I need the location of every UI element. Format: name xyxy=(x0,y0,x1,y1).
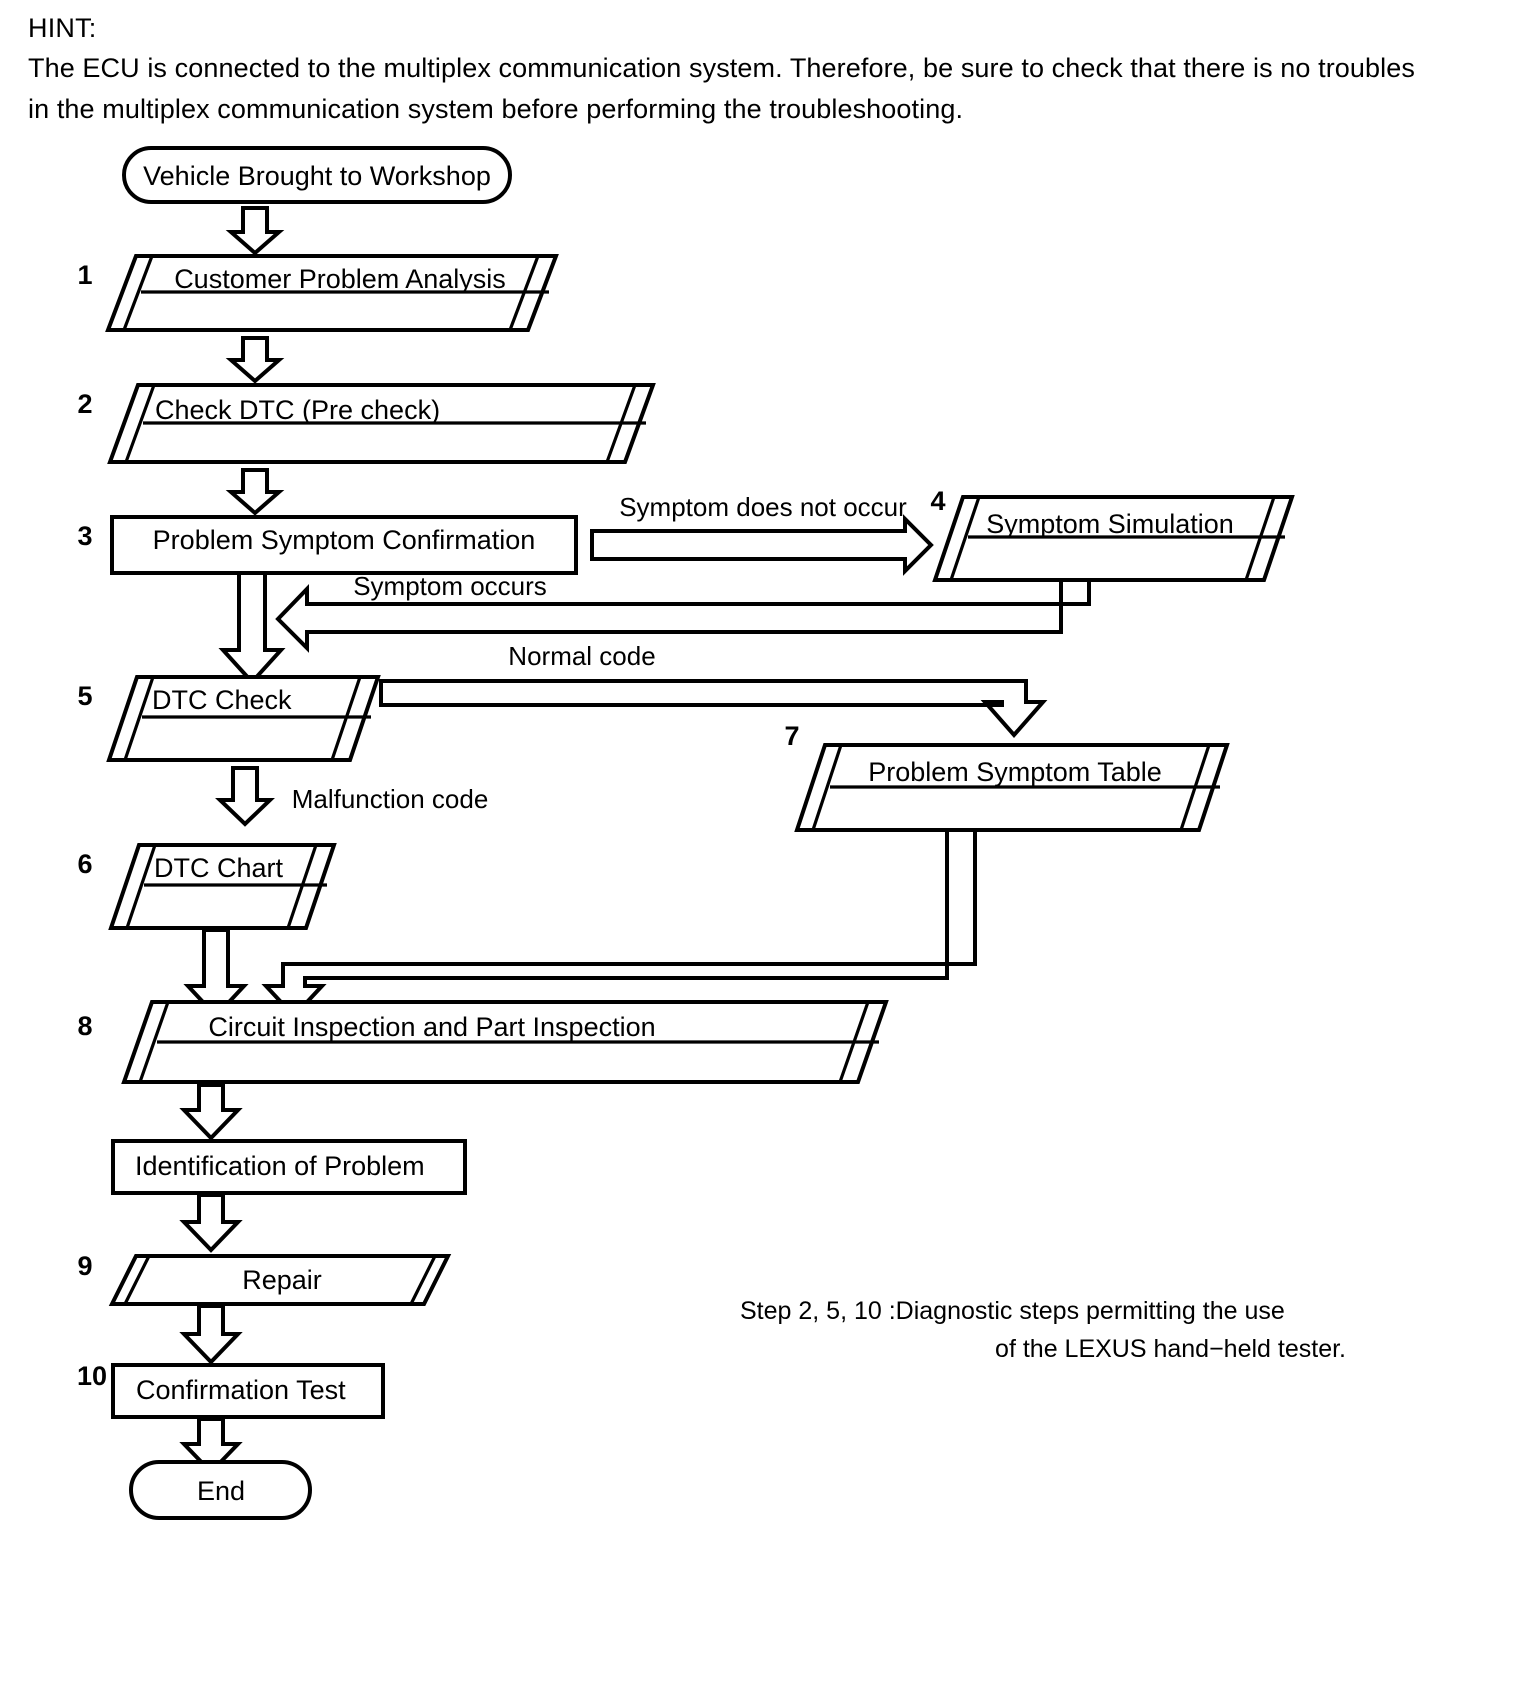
hint-text: The ECU is connected to the multiplex co… xyxy=(28,53,1415,124)
hint-label: HINT: xyxy=(28,13,97,43)
arrow-4-return: Symptom occurs xyxy=(275,571,1091,653)
step-5-inner-edge xyxy=(123,676,155,761)
identification-shape xyxy=(111,1139,467,1195)
step-1-inner-edge xyxy=(122,255,154,331)
down-left-down-arrow-icon xyxy=(261,828,977,1019)
down-arrow-icon xyxy=(179,1417,243,1475)
node-end: End xyxy=(129,1460,312,1520)
step-8-number: 8 xyxy=(77,1011,92,1041)
step-10-shape xyxy=(111,1363,385,1419)
down-arrow-icon xyxy=(225,468,285,516)
hint-block: HINT: The ECU is connected to the multip… xyxy=(28,8,1428,130)
step-2-label: Check DTC (Pre check) xyxy=(155,395,440,425)
step-9-label: Repair xyxy=(242,1265,322,1295)
down-arrow-icon xyxy=(179,1304,243,1365)
right-arrow-icon xyxy=(590,514,934,576)
step-4-number: 4 xyxy=(930,486,945,516)
arrow-7-to-8 xyxy=(261,828,977,1019)
node-step-1: Customer Problem Analysis 1 xyxy=(77,254,559,332)
step-2-number: 2 xyxy=(77,389,92,419)
node-step-7: Problem Symptom Table 7 xyxy=(784,721,1230,832)
step-9-shape xyxy=(108,1254,452,1306)
step-9-number: 9 xyxy=(77,1251,92,1281)
step-3-number: 3 xyxy=(77,521,92,551)
node-step-10: Confirmation Test 10 xyxy=(77,1361,385,1419)
arrow-1-to-2 xyxy=(225,336,285,384)
step-3-shape xyxy=(110,515,578,575)
arrow-2-to-3 xyxy=(225,468,285,516)
step-7-inner-edge xyxy=(811,744,843,831)
step-6-inner-edge xyxy=(125,844,157,929)
node-step-6: DTC Chart 6 xyxy=(77,843,337,930)
node-step-5: DTC Check 5 xyxy=(77,675,381,762)
step-1-label: Customer Problem Analysis xyxy=(174,264,506,294)
step-10-label: Confirmation Test xyxy=(136,1375,346,1405)
arrow-3-to-5 xyxy=(218,571,286,685)
arrow-start-to-1 xyxy=(225,206,285,256)
arrow-5-to-6: Malfunction code xyxy=(215,766,489,827)
step-7-number: 7 xyxy=(784,721,799,751)
step-6-label: DTC Chart xyxy=(154,853,284,883)
arrow-5-to-7: Normal code xyxy=(379,641,1048,739)
step-1-number: 1 xyxy=(77,260,92,290)
step-3-label: Problem Symptom Confirmation xyxy=(153,525,536,555)
end-shape xyxy=(129,1460,312,1520)
end-label: End xyxy=(197,1476,245,1506)
step-4-inner-edge xyxy=(949,496,981,581)
footnote-line-1: Step 2, 5, 10 :Diagnostic steps permitti… xyxy=(740,1297,1285,1325)
arrow-10-to-end xyxy=(179,1417,243,1475)
node-step-2: Check DTC (Pre check) 2 xyxy=(77,383,656,464)
footnote-line-2: of the LEXUS hand−held tester. xyxy=(995,1335,1346,1363)
step-4-label: Symptom Simulation xyxy=(986,509,1234,539)
node-step-9: Repair 9 xyxy=(77,1251,452,1306)
node-step-4: Symptom Simulation 4 xyxy=(930,486,1295,582)
node-identification-of-problem: Identification of Problem xyxy=(111,1139,467,1195)
arrow-8-to-identification xyxy=(179,1083,243,1141)
node-start: Vehicle Brought to Workshop xyxy=(122,146,512,204)
down-arrow-icon xyxy=(225,206,285,256)
step-2-inner-edge xyxy=(124,384,156,463)
step-9-inner-edge-right xyxy=(409,1255,437,1305)
down-arrow-icon xyxy=(225,336,285,384)
footnote-block: Step 2, 5, 10 :Diagnostic steps permitti… xyxy=(740,1292,1360,1368)
step-7-label: Problem Symptom Table xyxy=(868,757,1162,787)
start-shape xyxy=(122,146,512,204)
edge-label-normal-code: Normal code xyxy=(508,641,655,671)
down-arrow-icon xyxy=(218,571,286,685)
arrow-identification-to-9 xyxy=(179,1193,243,1253)
step-8-label: Circuit Inspection and Part Inspection xyxy=(208,1012,655,1042)
node-step-8: Circuit Inspection and Part Inspection 8 xyxy=(77,1000,889,1084)
step-5-label: DTC Check xyxy=(152,685,292,715)
arrow-9-to-10 xyxy=(179,1304,243,1365)
step-6-number: 6 xyxy=(77,849,92,879)
step-8-inner-edge xyxy=(138,1001,170,1083)
edge-label-symptom-not-occur: Symptom does not occur xyxy=(619,492,907,522)
down-arrow-icon xyxy=(215,766,275,827)
right-then-down-arrow-icon xyxy=(379,679,1048,739)
down-arrow-icon xyxy=(179,1083,243,1141)
step-9-inner-edge xyxy=(123,1255,151,1305)
step-10-number: 10 xyxy=(77,1361,107,1391)
identification-label: Identification of Problem xyxy=(135,1151,425,1181)
node-step-3: Problem Symptom Confirmation 3 xyxy=(77,515,578,575)
edge-label-malfunction-code: Malfunction code xyxy=(292,784,489,814)
step-5-number: 5 xyxy=(77,681,92,711)
start-label: Vehicle Brought to Workshop xyxy=(143,161,491,191)
down-arrow-icon xyxy=(179,1193,243,1253)
arrow-3-to-4: Symptom does not occur xyxy=(590,492,934,576)
edge-label-symptom-occurs: Symptom occurs xyxy=(353,571,547,601)
left-return-arrow-icon xyxy=(275,578,1091,653)
